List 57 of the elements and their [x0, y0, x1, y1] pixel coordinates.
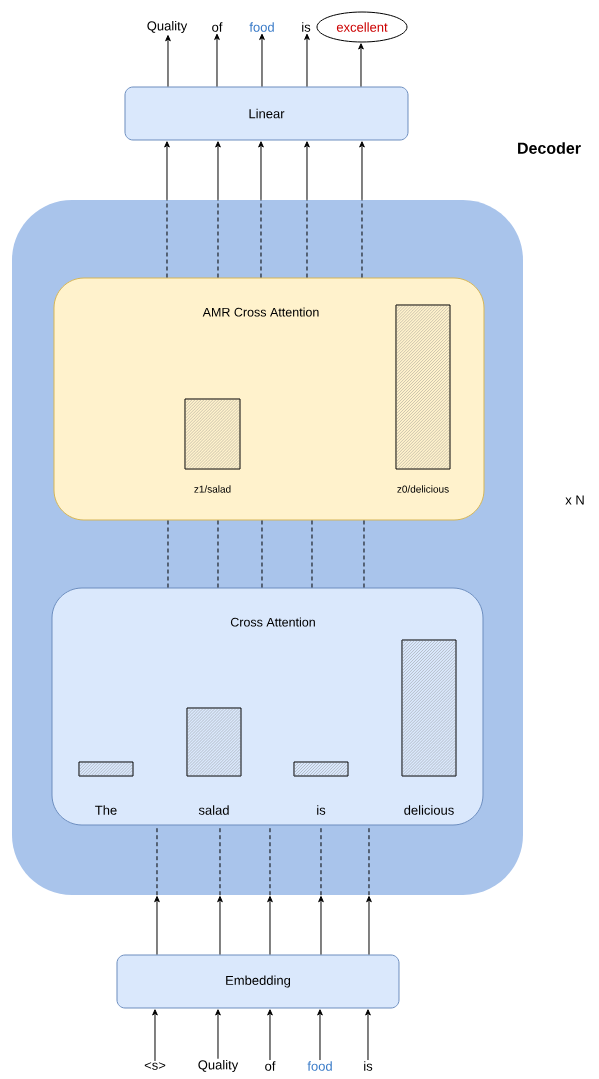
dashed-line: [261, 520, 263, 588]
dashed-line: [260, 199, 262, 278]
dashed-line: [311, 520, 313, 588]
token-word: of: [212, 22, 223, 32]
arrow: [215, 1009, 221, 1060]
token-word: food: [307, 1061, 332, 1071]
dashed-line: [269, 825, 271, 896]
arrow: [304, 33, 310, 87]
dashed-line: [219, 825, 221, 896]
attention-bar: [184, 398, 241, 470]
arrow: [267, 1009, 273, 1061]
arrow: [152, 1009, 158, 1062]
token-word: <s>: [144, 1062, 166, 1070]
layer-box: Embedding: [116, 954, 400, 1009]
layer-box: Linear: [124, 86, 409, 141]
token-word: food: [249, 22, 274, 32]
arrow: [359, 141, 365, 201]
dashed-line: [217, 199, 219, 278]
dashed-line: [156, 825, 158, 896]
dashed-line: [167, 520, 169, 588]
arrow: [259, 33, 265, 87]
dashed-line: [320, 825, 322, 896]
arrow: [366, 895, 372, 955]
bar-label: z1/salad: [194, 485, 231, 493]
dashed-line: [217, 520, 219, 588]
node-label: Decoder: [518, 142, 581, 154]
repeat-label: x N: [565, 495, 584, 505]
dashed-line: [368, 825, 370, 896]
token-word: is: [364, 1061, 373, 1071]
arrow: [318, 895, 324, 955]
arrow: [304, 141, 310, 201]
arrow: [215, 141, 221, 201]
dashed-line: [361, 199, 363, 278]
arrow: [164, 141, 170, 201]
bar-label: salad: [198, 805, 229, 815]
bar-label: The: [95, 805, 117, 815]
arrow: [165, 35, 171, 87]
circled-word: excellent: [316, 11, 408, 43]
bar-label: delicious: [404, 805, 454, 815]
arrow: [214, 33, 220, 87]
token-word: of: [265, 1061, 276, 1071]
arrow: [358, 43, 364, 87]
token-word: Quality: [198, 1059, 239, 1073]
dashed-line: [306, 199, 308, 278]
arrow: [258, 141, 264, 201]
arrow: [317, 1009, 323, 1061]
attention-bar: [395, 304, 451, 470]
token-word: is: [302, 22, 311, 32]
arrow: [217, 895, 223, 955]
bar-label: z0/delicious: [397, 485, 449, 493]
arrow: [365, 1009, 371, 1061]
dashed-line: [166, 199, 168, 278]
bar-label: is: [317, 805, 326, 815]
dashed-line: [363, 520, 365, 588]
arrow: [267, 895, 273, 955]
token-word: Quality: [147, 20, 188, 34]
arrow: [154, 895, 160, 955]
